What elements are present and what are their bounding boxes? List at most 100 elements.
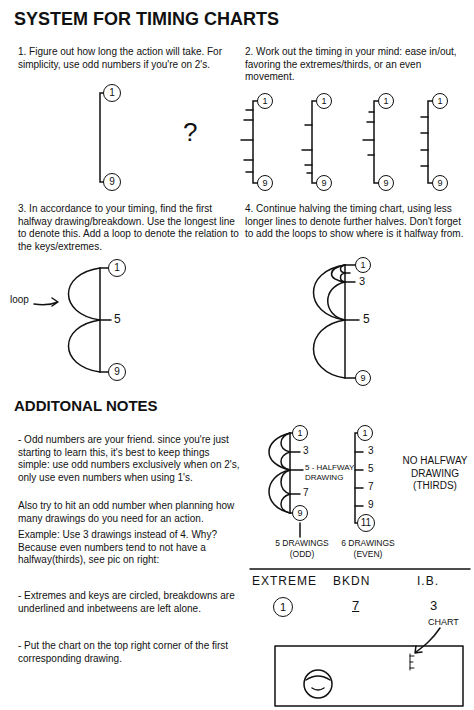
- note-text: Also try to hit an odd number when plann…: [18, 500, 240, 525]
- key-circle: 11: [357, 514, 375, 532]
- instruction-text: 2. Work out the timing in your mind: eas…: [245, 46, 460, 84]
- key-circle: 1: [103, 84, 121, 102]
- frame-number: 1: [297, 429, 302, 438]
- tick-marks: [302, 125, 312, 173]
- note-text: Example: Use 3 drawings instead of 4. Wh…: [18, 529, 240, 567]
- column-heading: BKDN: [333, 574, 370, 589]
- frame-number: 5: [368, 463, 374, 476]
- tick-marks: [241, 110, 253, 172]
- chart-note: 5 - HALFWAY DRAWING: [305, 463, 355, 483]
- frame-number: 1: [362, 429, 367, 438]
- pointer-arrow: [415, 628, 440, 653]
- chart-caption: 5 DRAWINGS (ODD): [272, 538, 332, 559]
- key-circle: 1: [432, 93, 448, 109]
- mini-chart: [410, 654, 414, 670]
- frame-number: 1: [109, 88, 115, 98]
- timing-line: [290, 433, 292, 513]
- frame-number: 9: [383, 179, 388, 188]
- frame-number: 9: [437, 179, 442, 188]
- frame-number: 5: [114, 312, 121, 327]
- frame-number: 1: [360, 261, 365, 270]
- timing-line: [374, 101, 378, 183]
- key-circle: 1: [292, 425, 308, 441]
- frame-number: 9: [360, 374, 365, 383]
- frame-number: 1: [437, 97, 442, 106]
- halving-loop: [328, 265, 345, 320]
- timing-line: [345, 265, 355, 378]
- frame-number: 7: [303, 487, 309, 500]
- page-title: SYSTEM FOR TIMING CHARTS: [14, 8, 279, 31]
- key-circle: 1: [357, 425, 373, 441]
- frame-number: 3: [359, 275, 365, 289]
- frame-number: 11: [361, 518, 371, 528]
- pointer-line: [299, 523, 301, 537]
- key-circle: 9: [292, 505, 308, 521]
- key-circle: 1: [378, 93, 394, 109]
- chart-note: NO HALFWAY DRAWING (THIRDS): [400, 455, 470, 493]
- frame-number: 5: [363, 312, 370, 327]
- head-sketch: [304, 670, 332, 698]
- breakdown-tick: [100, 319, 111, 321]
- key-circle: 1: [257, 93, 273, 109]
- note-text: - Put the chart on the top right corner …: [18, 640, 240, 665]
- key-circle: 9: [108, 363, 126, 381]
- frame-number: 9: [368, 499, 374, 512]
- frame-number: 7: [368, 481, 374, 494]
- frame-number: 9: [297, 509, 302, 518]
- frame-number: 9: [114, 367, 120, 377]
- tick-marks: [421, 117, 428, 166]
- instruction-text: 3. In accordance to your timing, find th…: [18, 203, 240, 253]
- timing-line: [100, 268, 108, 372]
- frame-number: 9: [109, 177, 115, 187]
- callout-label: CHART: [428, 617, 459, 628]
- frame-number: 9: [262, 179, 267, 188]
- chart-caption: 6 DRAWINGS (EVEN): [336, 538, 400, 559]
- frame-number: 1: [262, 97, 267, 106]
- tick-marks: [345, 273, 359, 320]
- halving-loop: [69, 268, 101, 372]
- key-circle: 9: [103, 173, 121, 191]
- tick-marks: [290, 452, 303, 494]
- tick-marks: [355, 452, 363, 506]
- key-circle: 9: [257, 175, 273, 191]
- column-heading: EXTREME: [252, 574, 317, 589]
- timing-line: [312, 101, 316, 183]
- divider-line: [250, 568, 470, 570]
- timing-line: [253, 101, 257, 183]
- frame-number: 1: [280, 602, 286, 613]
- key-circle: 1: [273, 597, 293, 617]
- frame-number: 1: [114, 263, 120, 273]
- frame-number: 3: [368, 445, 374, 458]
- question-mark: ?: [183, 116, 197, 149]
- inbetween-number: 3: [430, 598, 437, 614]
- callout-label: loop: [10, 294, 29, 307]
- head-sketch-detail: [306, 676, 330, 690]
- timing-line: [100, 93, 103, 182]
- frame-number: 9: [321, 179, 326, 188]
- key-circle: 9: [432, 175, 448, 191]
- drawing-frame: [275, 646, 463, 706]
- frame-number: 1: [321, 97, 326, 106]
- key-circle: 1: [355, 257, 371, 273]
- key-circle: 9: [378, 175, 394, 191]
- key-circle: 1: [108, 259, 126, 277]
- note-text: - Odd numbers are your friend. since you…: [18, 434, 240, 484]
- timing-line: [355, 433, 357, 523]
- halving-loop: [269, 433, 290, 513]
- frame-number: 1: [383, 97, 388, 106]
- section-heading: ADDITONAL NOTES: [14, 397, 158, 416]
- instruction-text: 4. Continue halving the timing chart, us…: [245, 203, 471, 241]
- halving-loop: [314, 265, 346, 378]
- breakdown-number: 7: [352, 598, 359, 614]
- key-circle: 9: [316, 175, 332, 191]
- key-circle: 1: [316, 93, 332, 109]
- timing-line: [428, 101, 432, 183]
- frame-number: 3: [303, 445, 309, 458]
- halving-loop: [341, 265, 346, 282]
- halving-loop: [281, 433, 290, 513]
- pointer-arrow: [34, 298, 58, 306]
- instruction-text: 1. Figure out how long the action will t…: [18, 46, 240, 71]
- tick-marks: [363, 112, 374, 155]
